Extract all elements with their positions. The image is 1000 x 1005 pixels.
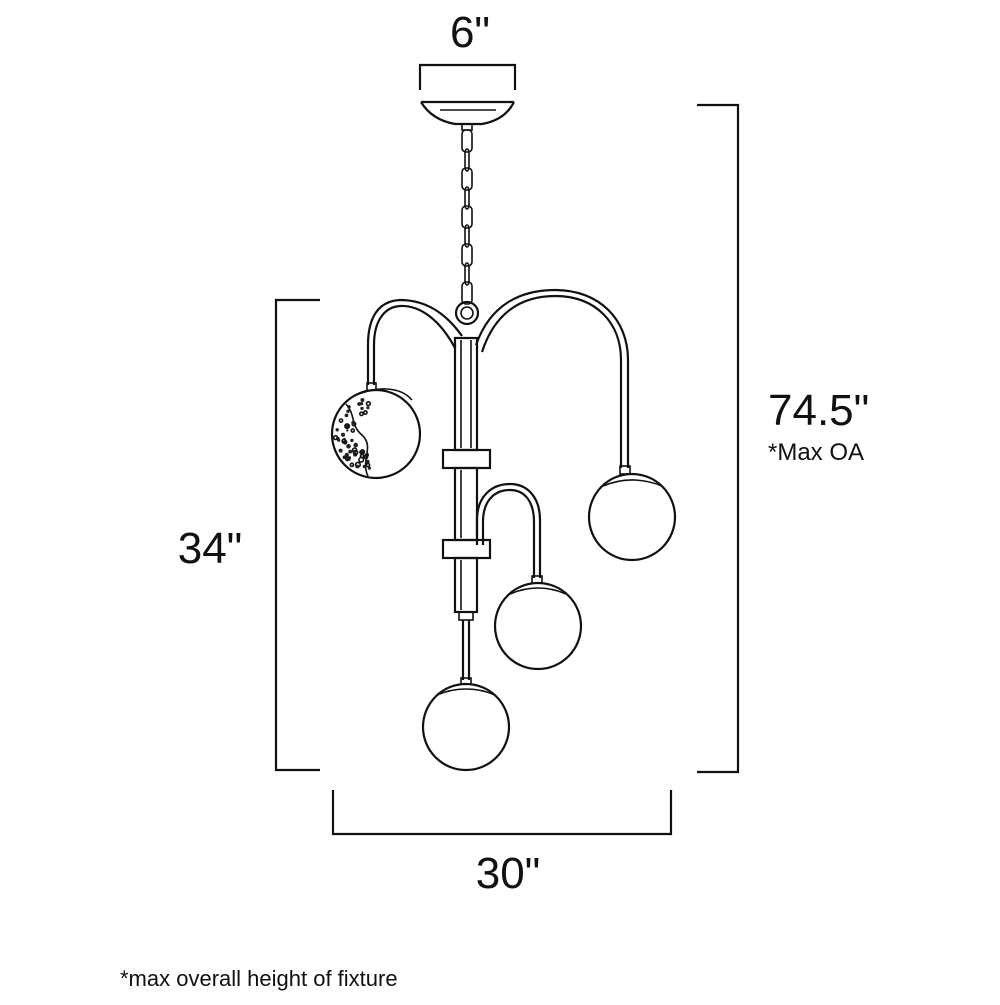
seeded-glass-dot (340, 432, 345, 437)
seeded-glass-dot (338, 448, 343, 453)
globe-upper-right (587, 465, 677, 562)
chain (461, 129, 473, 305)
seeded-glass-dot (362, 410, 368, 415)
chain-link (461, 129, 473, 153)
hanging-loop (454, 300, 480, 326)
chain-link (461, 281, 473, 305)
overall-height-note: *Max OA (768, 439, 864, 466)
seeded-glass-dot (350, 428, 356, 433)
seeded-glass-dot (355, 464, 360, 469)
seeded-glass-dot (357, 402, 362, 406)
seeded-glass-dot (342, 439, 348, 445)
canopy-width-bracket (418, 63, 517, 90)
seeded-glass-dot (363, 454, 369, 460)
canopy-width-label: 6" (450, 8, 490, 57)
seeded-glass-dot (348, 456, 352, 459)
seeded-glass-dot (335, 428, 339, 432)
seeded-glass-dot (362, 464, 366, 469)
fixture-height-label: 34" (178, 524, 243, 573)
arm-lower-right (475, 482, 542, 578)
chain-link (464, 224, 470, 248)
globe-lower-right (493, 575, 583, 671)
fixture-height-bracket (274, 298, 320, 772)
seeded-glass-dot (342, 455, 347, 460)
seeded-glass-dot (367, 460, 370, 463)
seeded-glass-dot (350, 438, 354, 443)
chain-link (464, 186, 470, 210)
seeded-glass-dot (347, 405, 351, 409)
chain-link (461, 205, 473, 229)
arm-upper-right (474, 288, 630, 468)
arm-left (366, 298, 463, 385)
chain-link (464, 262, 470, 286)
canopy (420, 100, 515, 131)
seeded-glass-dot (360, 398, 365, 402)
seeded-glass-dot (348, 449, 353, 454)
chain-link (464, 148, 470, 172)
overall-height-label: 74.5" (768, 386, 869, 435)
globe-bottom (421, 677, 511, 772)
seeded-glass-dot (366, 406, 370, 410)
seeded-glass-dot (344, 413, 349, 418)
seeded-glass-dot (351, 450, 354, 453)
seeded-glass-dot (349, 462, 355, 468)
seeded-glass-dot (346, 444, 351, 449)
center-column (441, 336, 492, 621)
drop-rod (461, 620, 471, 680)
seeded-glass-dot (365, 400, 372, 407)
seeded-glass-dot (346, 409, 350, 413)
seeded-glass-dot (360, 406, 364, 411)
seeded-glass-dot (332, 434, 339, 441)
seeded-glass-dot (352, 449, 359, 456)
seeded-glass-dot (358, 411, 364, 417)
overall-height-bracket (697, 103, 740, 774)
seeded-glass-dot (338, 418, 344, 424)
seeded-glass-dot (359, 449, 366, 455)
chain-link (461, 243, 473, 267)
seeded-glass-dot (353, 442, 359, 448)
fixture-width-bracket (331, 790, 673, 836)
seeded-glass-dot (344, 423, 351, 430)
footnote: *max overall height of fixture (120, 966, 398, 991)
seeded-glass-dot (346, 429, 349, 432)
globe-left (330, 382, 422, 480)
seeded-glass-dot (365, 462, 371, 468)
fixture-width-label: 30" (476, 849, 541, 898)
chain-link (461, 167, 473, 191)
seeded-glass-dot (351, 420, 355, 424)
